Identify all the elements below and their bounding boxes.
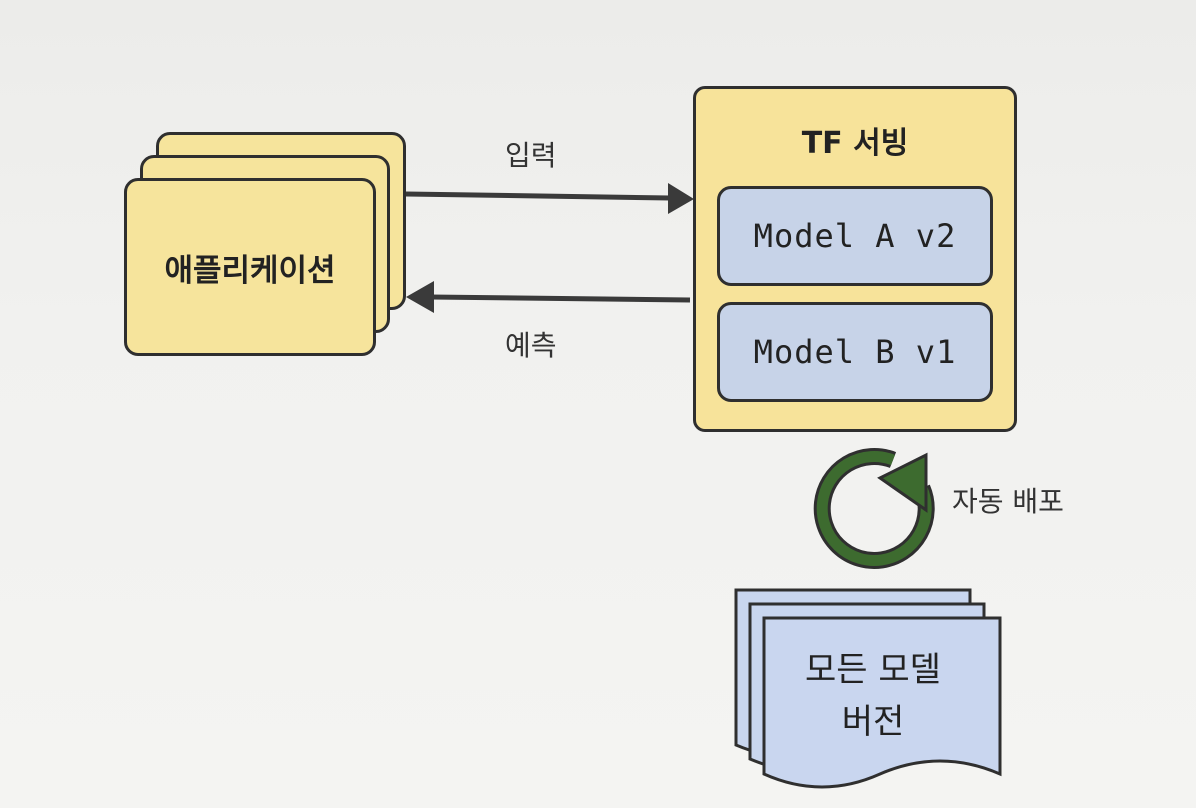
model-b-label: Model B v1 (753, 333, 957, 371)
model-b-box: Model B v1 (717, 302, 993, 402)
model-versions-label: 모든 모델 버전 (778, 644, 968, 748)
model-versions-line2: 버전 (841, 702, 905, 742)
prediction-label: 예측 (505, 329, 557, 362)
application-card-front (124, 178, 376, 356)
auto-deploy-cycle-icon (813, 448, 935, 569)
auto-deploy-label: 자동 배포 (952, 485, 1064, 518)
model-versions-documents (734, 588, 1002, 789)
model-a-box: Model A v2 (717, 186, 993, 286)
model-a-label: Model A v2 (753, 217, 957, 255)
input-arrow (405, 183, 694, 214)
tf-serving-title: TF 서빙 (801, 126, 909, 161)
model-versions-line1: 모든 모델 (805, 650, 941, 690)
prediction-arrow (406, 281, 691, 313)
application-label: 애플리케이션 (164, 252, 336, 289)
input-label: 입력 (505, 139, 557, 172)
